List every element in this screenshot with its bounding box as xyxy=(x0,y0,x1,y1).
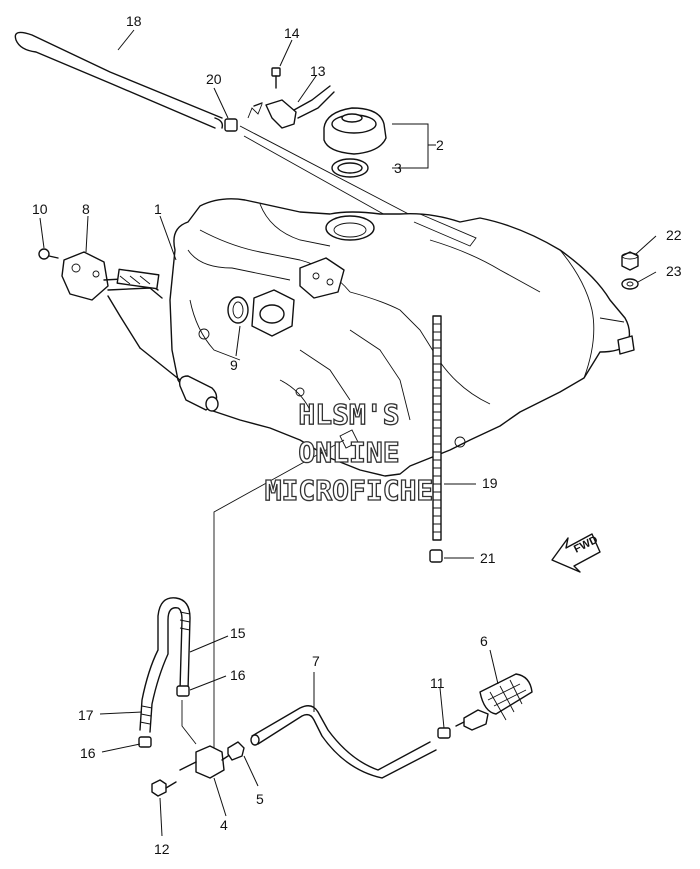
clamp-11 xyxy=(437,727,451,739)
callout-15: 15 xyxy=(230,625,246,641)
callout-13: 13 xyxy=(310,63,326,79)
fuel-line-7 xyxy=(250,705,437,779)
bolt-14 xyxy=(271,67,281,89)
callout-22: 22 xyxy=(666,227,682,243)
clamp-16-lower xyxy=(138,736,152,748)
vent-hose-18 xyxy=(14,31,224,129)
fuel-cap-2 xyxy=(323,107,387,155)
watermark: HLSM'S ONLINE MICROFICHE xyxy=(264,397,434,507)
watermark-line-3: MICROFICHE xyxy=(265,474,434,507)
washer-23 xyxy=(621,278,639,290)
fuel-valve-4 xyxy=(179,745,235,779)
callout-10: 10 xyxy=(32,201,48,217)
callout-16-lower: 16 xyxy=(80,745,96,761)
sender-float xyxy=(178,375,219,412)
clamp-16-upper xyxy=(176,685,190,697)
callout-8: 8 xyxy=(82,201,90,217)
callout-23: 23 xyxy=(666,263,682,279)
watermark-line-2: ONLINE xyxy=(298,436,399,469)
callout-14: 14 xyxy=(284,25,300,41)
callout-21: 21 xyxy=(480,550,496,566)
watermark-line-1: HLSM'S xyxy=(298,398,399,431)
callout-1: 1 xyxy=(154,201,162,217)
breather-fitting-13 xyxy=(253,85,335,129)
callout-5: 5 xyxy=(256,791,264,807)
fuel-tank-1 xyxy=(169,198,635,477)
callout-3: 3 xyxy=(394,160,402,176)
fuel-sender-8 xyxy=(61,251,207,399)
callout-19: 19 xyxy=(482,475,498,491)
fuel-filter-6 xyxy=(455,673,533,731)
screw-12 xyxy=(151,779,177,797)
callout-9: 9 xyxy=(230,357,238,373)
fwd-direction-arrow: FWD xyxy=(551,533,601,573)
grommet-9 xyxy=(227,296,249,324)
callout-20: 20 xyxy=(206,71,222,87)
callout-2: 2 xyxy=(436,137,444,153)
fuel-outlet-line xyxy=(213,439,345,750)
drain-hose-19 xyxy=(432,315,442,541)
callout-11: 11 xyxy=(430,675,445,691)
callouts: 18 14 20 13 2 3 10 8 1 9 22 23 19 21 6 1… xyxy=(32,13,682,857)
callout-6: 6 xyxy=(480,633,488,649)
callout-16-upper: 16 xyxy=(230,667,246,683)
leader-lines xyxy=(39,29,657,837)
fuel-hose-15-17 xyxy=(139,597,191,733)
callout-12: 12 xyxy=(154,841,170,857)
screw-10 xyxy=(38,248,59,260)
callout-4: 4 xyxy=(220,817,228,833)
nut-22 xyxy=(621,251,639,271)
sleeve-5 xyxy=(227,741,245,761)
callout-18: 18 xyxy=(126,13,142,29)
callout-7: 7 xyxy=(312,653,320,669)
callout-17: 17 xyxy=(78,707,94,723)
clamp-21 xyxy=(429,549,443,563)
clamp-20 xyxy=(224,118,238,132)
cap-gasket-3 xyxy=(331,158,369,178)
